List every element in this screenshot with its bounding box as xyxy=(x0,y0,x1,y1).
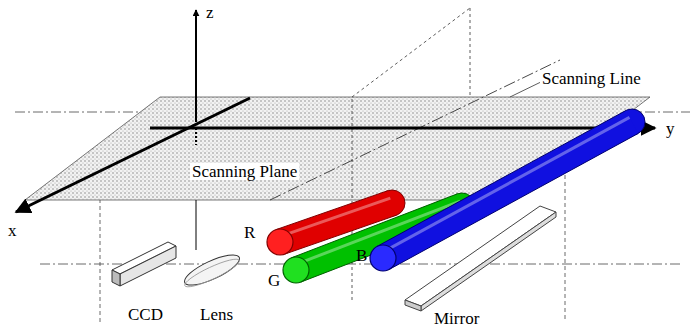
axis-label: x xyxy=(8,222,17,239)
part-label: Lens xyxy=(200,306,233,323)
lamp-label: G xyxy=(268,272,280,289)
plane-label: Scanning Plane xyxy=(190,163,299,180)
ccd-sensor xyxy=(112,242,176,286)
axis-label: z xyxy=(206,4,214,21)
lamp-label: B xyxy=(356,247,367,264)
lamp-tube xyxy=(370,109,645,271)
part-label: CCD xyxy=(128,306,163,323)
lamps xyxy=(267,109,645,283)
axis-label: y xyxy=(666,120,675,137)
plane-label: Scanning Line xyxy=(540,70,643,87)
lens xyxy=(181,249,243,291)
part-label: Mirror xyxy=(434,310,479,327)
lamp-label: R xyxy=(244,224,255,241)
